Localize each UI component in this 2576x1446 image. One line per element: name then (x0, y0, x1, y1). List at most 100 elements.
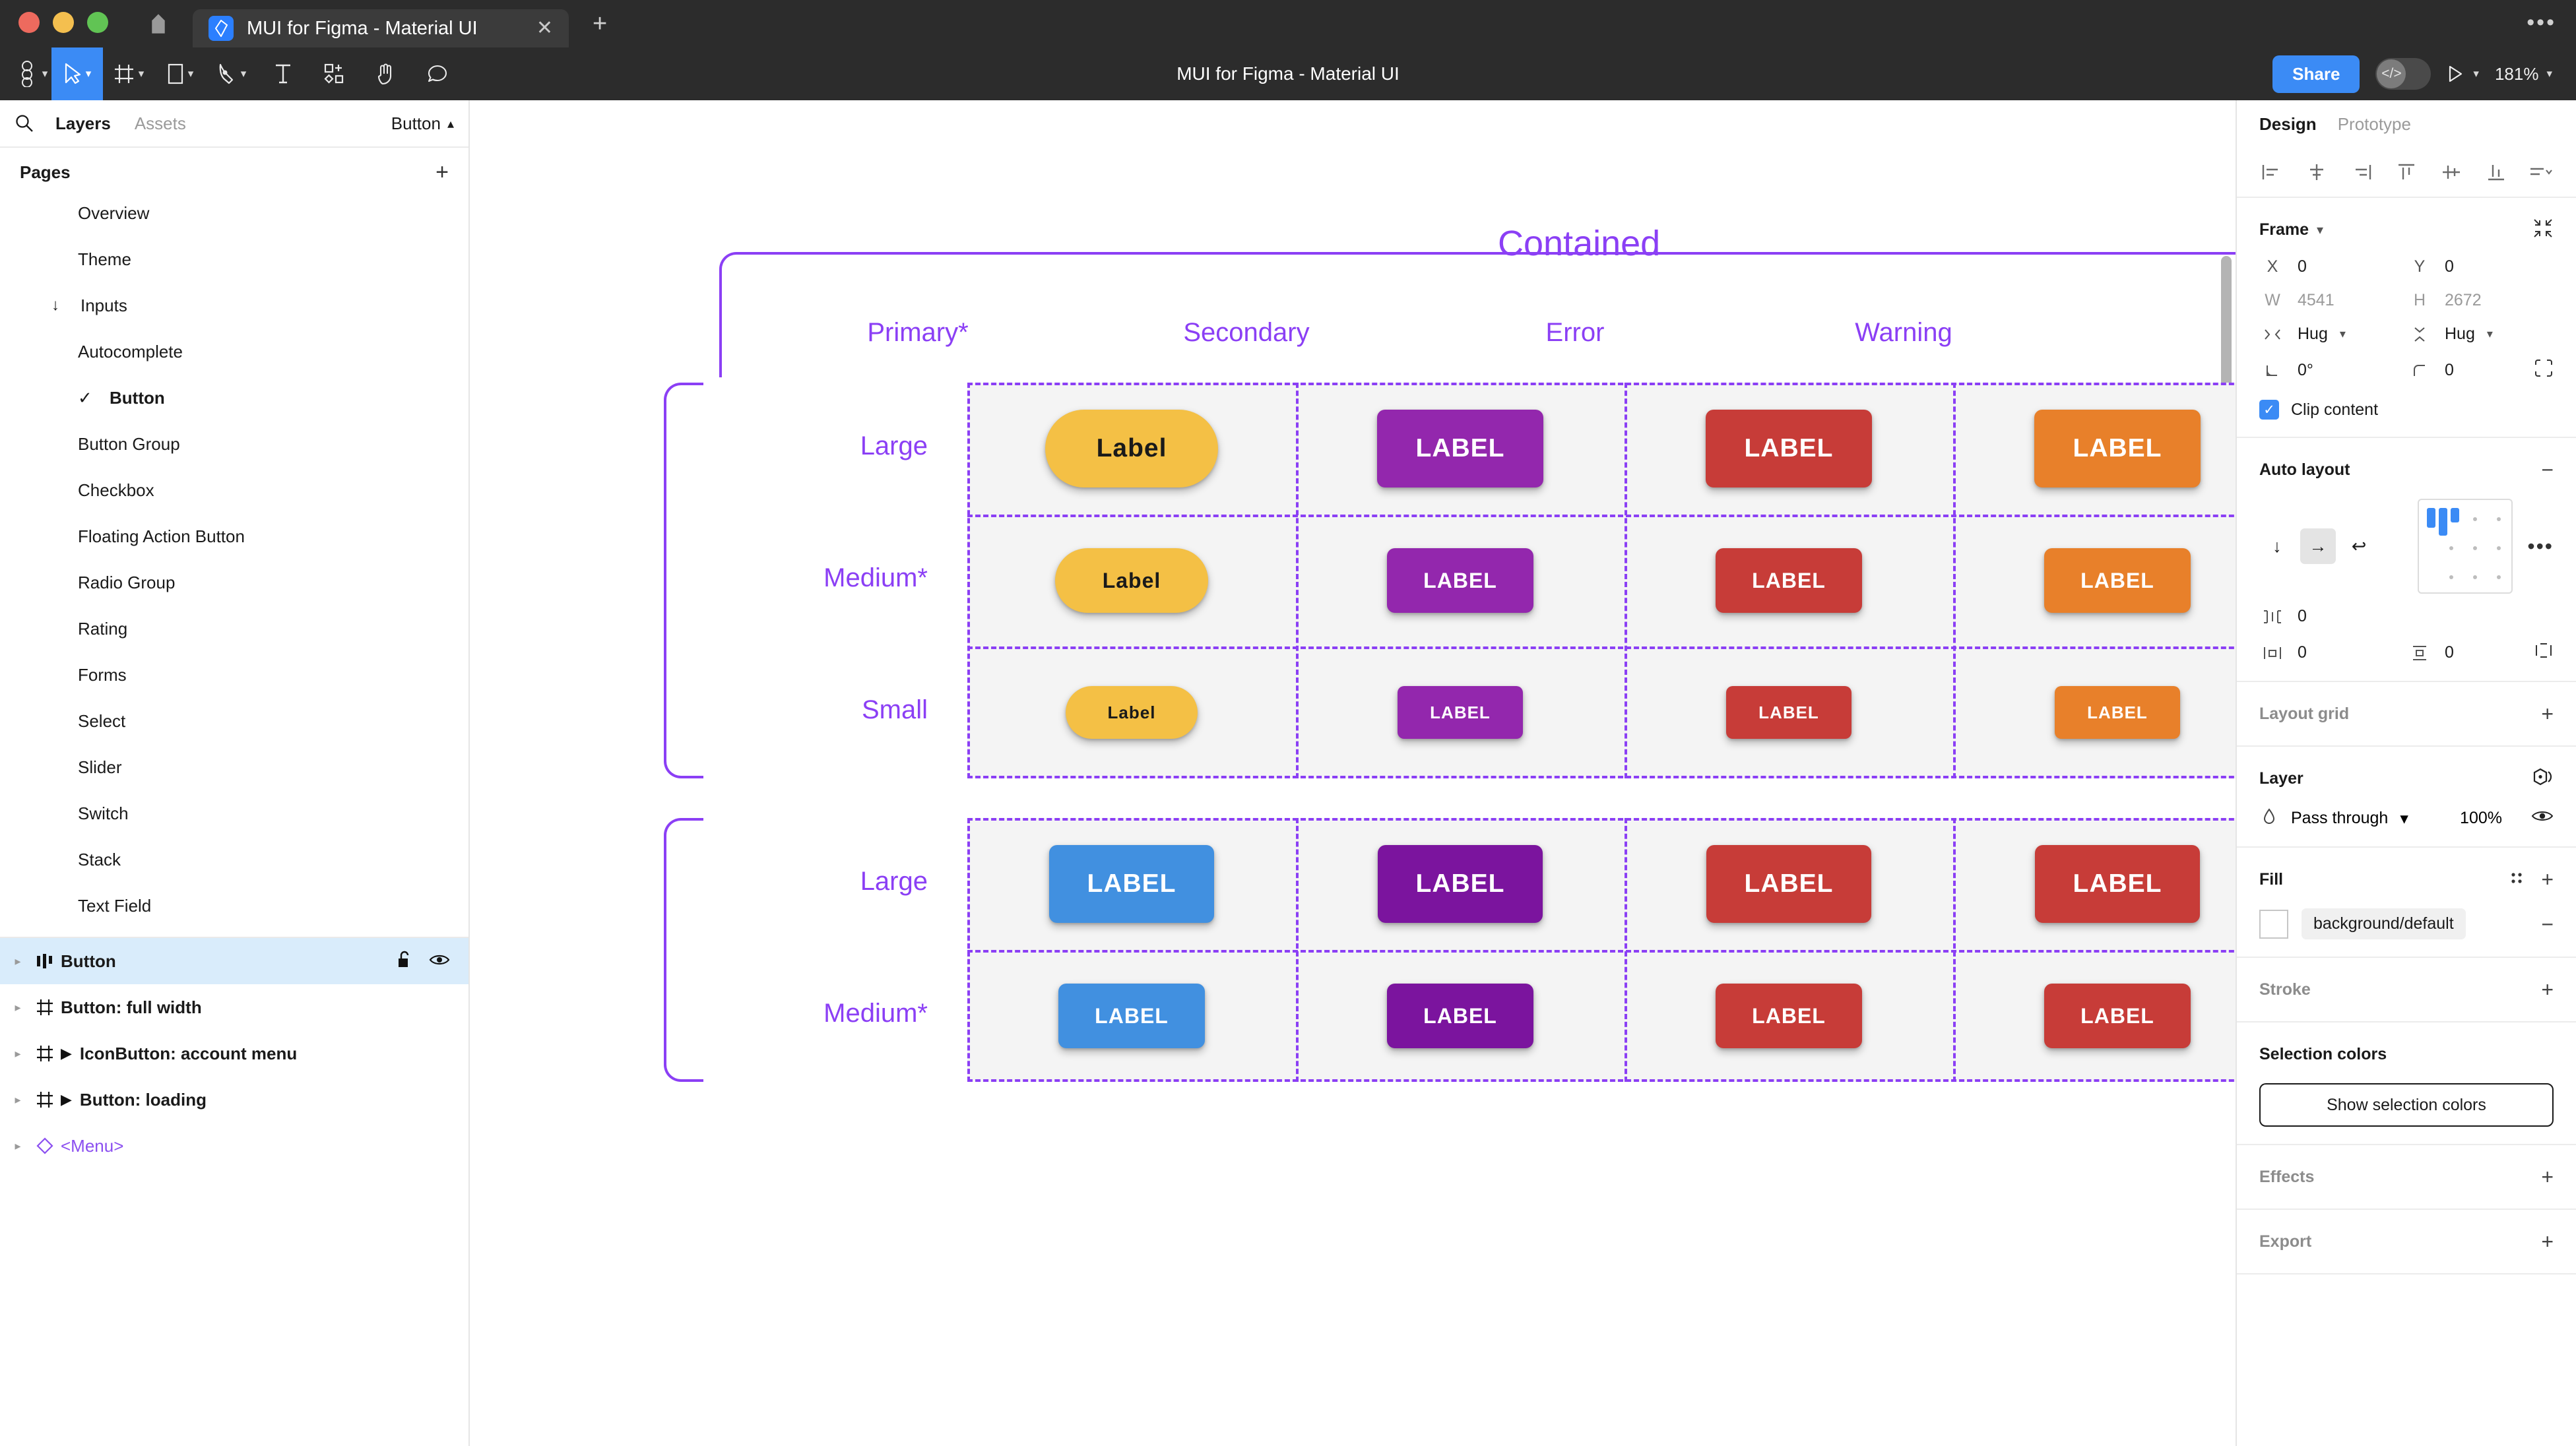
individual-corners-icon[interactable] (2534, 358, 2554, 383)
tab-design[interactable]: Design (2259, 113, 2317, 134)
page-item-select[interactable]: Select (0, 698, 468, 744)
add-layout-grid-button[interactable]: + (2541, 702, 2554, 726)
auto-layout-more-button[interactable]: ••• (2527, 534, 2554, 558)
frame-rotation[interactable]: 0° (2259, 358, 2406, 383)
material-button[interactable]: LABEL (2035, 845, 2200, 923)
material-button[interactable]: LABEL (1398, 686, 1523, 739)
align-right-icon[interactable] (2344, 154, 2379, 190)
eye-icon[interactable] (429, 951, 450, 972)
frame-name-label[interactable]: Contained (1498, 224, 1661, 263)
add-fill-button[interactable]: + (2541, 867, 2554, 891)
material-button[interactable]: LABEL (2055, 686, 2180, 739)
material-button[interactable]: Label (1055, 548, 1208, 613)
clip-content-row[interactable]: ✓ Clip content (2259, 400, 2554, 420)
layer-row[interactable]: ▸Button (0, 938, 468, 984)
material-button[interactable]: LABEL (1377, 410, 1543, 487)
material-button[interactable]: LABEL (1058, 984, 1205, 1048)
expand-caret-icon[interactable]: ▸ (15, 1092, 21, 1106)
present-button[interactable]: ▾ (2447, 65, 2479, 83)
page-selector[interactable]: Button ▴ (391, 113, 454, 134)
page-item-forms[interactable]: Forms (0, 652, 468, 698)
material-button[interactable]: LABEL (1726, 686, 1852, 739)
page-item-inputs[interactable]: ↓Inputs (0, 282, 468, 329)
material-button[interactable]: LABEL (1049, 845, 1214, 923)
page-item-theme[interactable]: Theme (0, 236, 468, 282)
blend-mode-row[interactable]: Pass through ▾ 100% (2259, 807, 2554, 829)
page-item-rating[interactable]: Rating (0, 606, 468, 652)
frame-corner-radius[interactable]: 0 (2406, 358, 2554, 383)
search-icon[interactable] (15, 113, 34, 133)
page-item-checkbox[interactable]: Checkbox (0, 467, 468, 513)
tab-layers[interactable]: Layers (55, 113, 111, 133)
zoom-level-control[interactable]: 181% ▾ (2495, 64, 2552, 84)
add-stroke-button[interactable]: + (2541, 978, 2554, 1001)
material-button[interactable]: LABEL (1716, 548, 1862, 613)
align-horizontal-center-icon[interactable] (2299, 154, 2334, 190)
remove-fill-button[interactable]: − (2541, 912, 2554, 936)
material-button[interactable]: LABEL (2044, 984, 2191, 1048)
dev-mode-toggle[interactable]: </> (2375, 58, 2431, 90)
tab-prototype[interactable]: Prototype (2337, 113, 2411, 134)
pen-tool-button[interactable]: ▾ (206, 47, 257, 100)
frame-hug-vertical[interactable]: Hug ▾ (2406, 325, 2554, 344)
frame-height[interactable]: H 2672 (2406, 291, 2554, 310)
page-item-overview[interactable]: Overview (0, 190, 468, 236)
share-button[interactable]: Share (2272, 55, 2360, 93)
padding-horizontal[interactable]: 0 (2259, 642, 2406, 664)
add-page-button[interactable]: + (435, 160, 449, 185)
material-button[interactable]: Label (1045, 410, 1218, 487)
maximize-window-button[interactable] (87, 12, 108, 33)
page-item-autocomplete[interactable]: Autocomplete (0, 329, 468, 375)
align-bottom-icon[interactable] (2478, 154, 2514, 190)
layer-row[interactable]: ▸▶Button: loading (0, 1077, 468, 1123)
padding-vertical[interactable]: 0 (2406, 642, 2554, 664)
expand-caret-icon[interactable]: ▸ (15, 1046, 21, 1060)
direction-vertical-button[interactable]: ↓ (2272, 536, 2282, 556)
hand-tool-button[interactable] (360, 47, 412, 100)
collapse-frame-icon[interactable] (2532, 218, 2554, 242)
minimize-window-button[interactable] (53, 12, 74, 33)
figma-menu-button[interactable]: ▾ (0, 47, 51, 100)
close-icon[interactable]: ✕ (536, 17, 553, 39)
align-left-icon[interactable] (2254, 154, 2290, 190)
material-button[interactable]: LABEL (1716, 984, 1862, 1048)
material-button[interactable]: Label (1066, 686, 1198, 739)
layer-row[interactable]: ▸Button: full width (0, 984, 468, 1030)
alignment-pad[interactable] (2418, 499, 2513, 594)
individual-padding-icon[interactable] (2534, 642, 2554, 664)
move-tool-button[interactable]: ▾ (51, 47, 103, 100)
align-vertical-center-icon[interactable] (2433, 154, 2469, 190)
material-button[interactable]: LABEL (2034, 410, 2201, 487)
material-button[interactable]: LABEL (1387, 548, 1533, 613)
comment-tool-button[interactable] (412, 47, 463, 100)
home-button[interactable] (124, 0, 193, 47)
new-tab-button[interactable]: + (593, 10, 608, 38)
frame-hug-horizontal[interactable]: Hug ▾ (2259, 325, 2406, 344)
layer-row[interactable]: ▸▶IconButton: account menu (0, 1030, 468, 1077)
expand-caret-icon[interactable]: ▸ (15, 1139, 21, 1152)
direction-horizontal-button[interactable]: → (2300, 528, 2336, 564)
text-tool-button[interactable] (257, 47, 309, 100)
expand-caret-icon[interactable]: ▸ (15, 954, 21, 968)
material-button[interactable]: LABEL (1706, 845, 1871, 923)
frame-tool-button[interactable]: ▾ (103, 47, 154, 100)
page-item-radio-group[interactable]: Radio Group (0, 559, 468, 606)
expand-caret-icon[interactable]: ▸ (15, 1000, 21, 1014)
direction-wrap-button[interactable]: ↩ (2351, 536, 2367, 556)
add-effect-button[interactable]: + (2541, 1165, 2554, 1189)
window-menu-icon[interactable]: ••• (2527, 10, 2556, 35)
frame-x[interactable]: X 0 (2259, 257, 2406, 276)
page-item-stack[interactable]: Stack (0, 836, 468, 883)
frame-y[interactable]: Y 0 (2406, 257, 2554, 276)
clip-content-checkbox[interactable]: ✓ (2259, 400, 2279, 420)
frame-width[interactable]: W 4541 (2259, 291, 2406, 310)
fill-styles-icon[interactable] (2508, 869, 2525, 890)
material-button[interactable]: LABEL (1387, 984, 1533, 1048)
shape-tool-button[interactable]: ▾ (154, 47, 206, 100)
add-export-button[interactable]: + (2541, 1230, 2554, 1253)
gap-between-items[interactable]: 0 (2259, 607, 2406, 626)
material-button[interactable]: LABEL (2044, 548, 2191, 613)
page-item-button[interactable]: ✓Button (0, 375, 468, 421)
layer-settings-icon[interactable] (2532, 767, 2554, 790)
